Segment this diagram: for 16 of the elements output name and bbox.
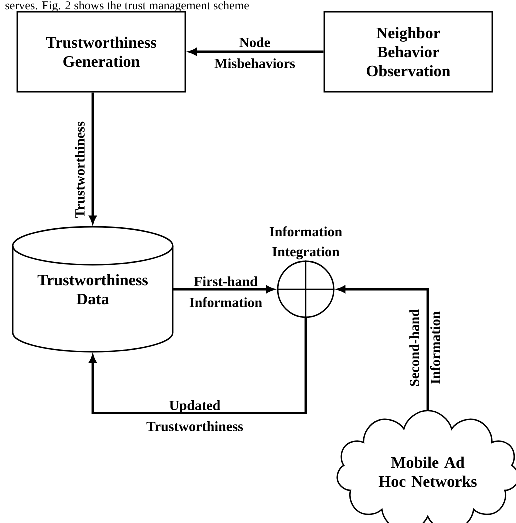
edge-label: Second-hand Information (410, 309, 440, 386)
arrow (89, 92, 97, 224)
database-cylinder: Trustworthiness Data (12, 226, 174, 353)
edge-label: Updated Trustworthiness (146, 400, 244, 432)
node-label: Trustworthiness Data (38, 274, 148, 305)
edge-label: Node Misbehaviors (214, 38, 296, 68)
edge-label: Trustworthiness (75, 122, 85, 218)
arrow (189, 48, 324, 56)
process-box: Trustworthiness Generation (16, 11, 186, 93)
arrow (89, 318, 308, 414)
arrow (173, 286, 274, 294)
arrow (338, 286, 430, 410)
process-box: Neighbor Behavior Observation (324, 11, 494, 93)
network-cloud: Mobile Ad Hoc Networks (336, 410, 516, 523)
node-label: Information Integration (270, 226, 342, 260)
edge-label: First-hand Information (190, 276, 262, 308)
